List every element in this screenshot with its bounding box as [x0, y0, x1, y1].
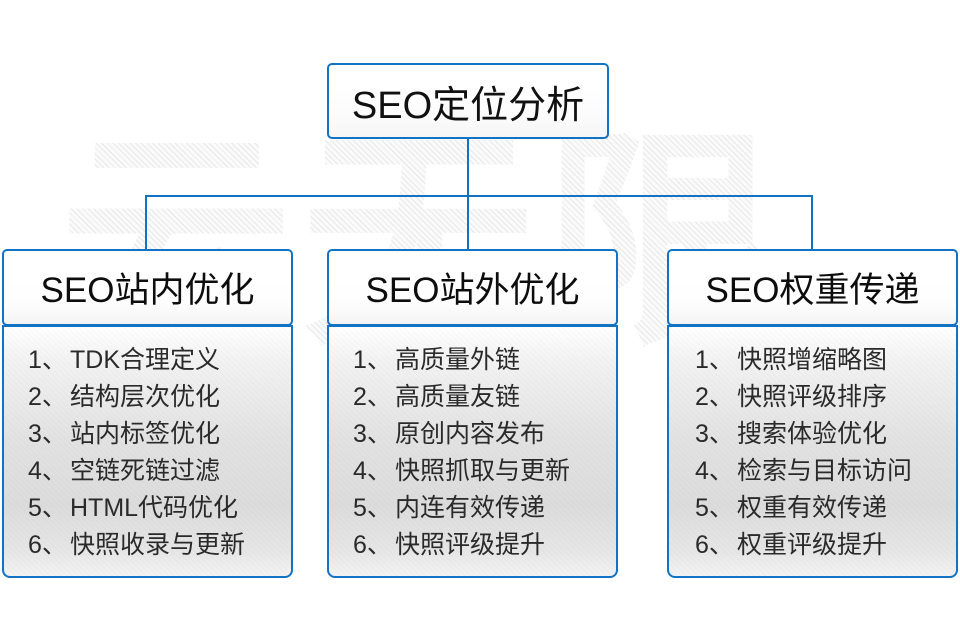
- list-item-label: 快照增缩略图: [737, 345, 888, 374]
- list-item: 3、站内标签优化: [28, 416, 291, 453]
- list-item-number: 3、: [28, 419, 67, 448]
- list-item: 4、检索与目标访问: [695, 453, 956, 490]
- list-item-number: 4、: [28, 456, 67, 485]
- list-item: 1、TDK合理定义: [28, 342, 291, 379]
- list-item-number: 2、: [28, 382, 67, 411]
- list-item: 1、快照增缩略图: [695, 342, 956, 379]
- branch-header-3: SEO权重传递: [667, 249, 958, 326]
- list-item-number: 6、: [28, 530, 67, 559]
- list-item-label: 站内标签优化: [70, 419, 221, 448]
- list-item-number: 5、: [28, 493, 67, 522]
- list-item-label: TDK合理定义: [70, 345, 221, 374]
- list-item-number: 1、: [695, 345, 734, 374]
- branch-header-1: SEO站内优化: [2, 249, 293, 326]
- list-item: 2、高质量友链: [353, 379, 616, 416]
- branch-header-2: SEO站外优化: [327, 249, 618, 326]
- page-title: SEO定位分析: [351, 84, 585, 127]
- list-item-label: 快照评级排序: [737, 382, 888, 411]
- list-item-label: 搜索体验优化: [737, 419, 888, 448]
- branch-header-label: SEO站内优化: [40, 271, 255, 310]
- list-item: 2、快照评级排序: [695, 379, 956, 416]
- list-item-number: 2、: [695, 382, 734, 411]
- list-item-number: 5、: [353, 493, 392, 522]
- list-item-label: 权重评级提升: [737, 530, 888, 559]
- list-item: 3、搜索体验优化: [695, 416, 956, 453]
- list-item: 4、空链死链过滤: [28, 453, 291, 490]
- list-item-number: 2、: [353, 382, 392, 411]
- list-item-label: 高质量友链: [395, 382, 521, 411]
- list-item: 3、原创内容发布: [353, 416, 616, 453]
- list-item-label: 原创内容发布: [395, 419, 546, 448]
- list-item-number: 3、: [695, 419, 734, 448]
- branch-header-label: SEO权重传递: [705, 271, 920, 310]
- list-item-number: 5、: [695, 493, 734, 522]
- list-item-label: 结构层次优化: [70, 382, 221, 411]
- list-item-number: 4、: [695, 456, 734, 485]
- list-item: 4、快照抓取与更新: [353, 453, 616, 490]
- list-item-label: 快照抓取与更新: [395, 456, 571, 485]
- list-item-number: 3、: [353, 419, 392, 448]
- list-item: 6、快照收录与更新: [28, 527, 291, 564]
- list-item-label: 空链死链过滤: [70, 456, 221, 485]
- list-item: 5、内连有效传递: [353, 490, 616, 527]
- list-item-label: HTML代码优化: [70, 493, 239, 522]
- list-item-number: 6、: [695, 530, 734, 559]
- list-item-number: 4、: [353, 456, 392, 485]
- list-item: 5、权重有效传递: [695, 490, 956, 527]
- list-item-number: 1、: [353, 345, 392, 374]
- list-item-label: 权重有效传递: [737, 493, 888, 522]
- list-item-number: 6、: [353, 530, 392, 559]
- list-item-label: 快照收录与更新: [70, 530, 246, 559]
- list-item: 1、高质量外链: [353, 342, 616, 379]
- list-item: 5、HTML代码优化: [28, 490, 291, 527]
- list-item-label: 快照评级提升: [395, 530, 546, 559]
- list-item: 6、权重评级提升: [695, 527, 956, 564]
- root-title-box: SEO定位分析: [327, 63, 609, 139]
- list-item-label: 内连有效传递: [395, 493, 546, 522]
- list-item: 2、结构层次优化: [28, 379, 291, 416]
- branch-header-label: SEO站外优化: [365, 271, 580, 310]
- list-item: 6、快照评级提升: [353, 527, 616, 564]
- list-item-label: 高质量外链: [395, 345, 521, 374]
- list-item-number: 1、: [28, 345, 67, 374]
- list-item-label: 检索与目标访问: [737, 456, 913, 485]
